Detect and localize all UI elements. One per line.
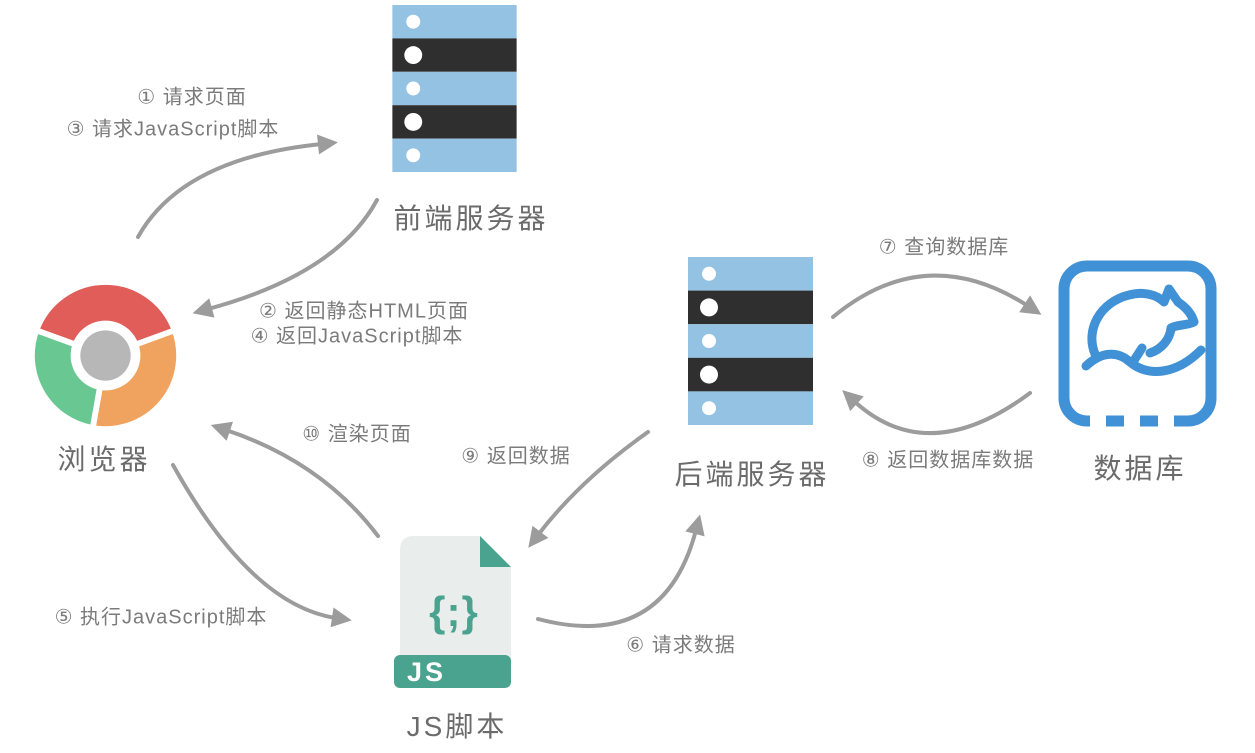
dolphin-body <box>1087 284 1199 359</box>
backend-server-icon <box>688 257 813 425</box>
arrow-frontend-server-to-browser <box>192 198 379 318</box>
arrow-database-to-backend-server <box>842 390 1032 436</box>
code-braces-glyph: {;} <box>429 588 479 635</box>
flow-label-9-return-data: ⑨ 返回数据 <box>461 445 571 468</box>
flow-label-7-query-database: ⑦ 查询数据库 <box>878 236 1010 259</box>
folded-corner <box>480 536 511 567</box>
flow-label-4-return-js: ④ 返回JavaScript脚本 <box>250 325 464 348</box>
arrow-browser-to-frontend-server <box>136 134 338 239</box>
arrow-backend-server-to-js-script <box>528 430 650 548</box>
frontend-server-icon <box>392 5 517 172</box>
js-badge-text: JS <box>407 657 446 687</box>
flow-label-5-execute-js: ⑤ 执行JavaScript脚本 <box>54 606 268 629</box>
browser-chrome-icon <box>28 278 183 433</box>
flow-label-10-render-page: ⑩ 渲染页面 <box>302 423 412 446</box>
arrow-browser-to-js-script <box>171 463 352 628</box>
flow-label-2-return-html: ② 返回静态HTML页面 <box>259 300 469 323</box>
flow-label-8-return-db-data: ⑧ 返回数据库数据 <box>861 449 1035 472</box>
arrow-js-script-to-browser <box>210 421 380 538</box>
browser-label: 浏览器 <box>57 444 151 475</box>
dolphin-wave <box>1081 345 1206 376</box>
js-file-icon: {;} JS <box>394 534 512 692</box>
flow-label-3-request-js: ③ 请求JavaScript脚本 <box>66 118 280 141</box>
dolphin-flipper <box>1128 343 1147 367</box>
frontend-server-label: 前端服务器 <box>393 203 549 234</box>
database-label: 数据库 <box>1093 453 1187 484</box>
arrow-js-script-to-backend-server <box>536 514 705 628</box>
database-mysql-icon <box>1058 260 1217 428</box>
flow-label-6-request-data: ⑥ 请求数据 <box>626 634 736 657</box>
arrow-backend-server-to-database <box>831 273 1042 319</box>
backend-server-label: 后端服务器 <box>674 459 830 490</box>
js-script-label: JS脚本 <box>406 711 508 742</box>
flow-label-1-request-page: ① 请求页面 <box>137 86 247 109</box>
